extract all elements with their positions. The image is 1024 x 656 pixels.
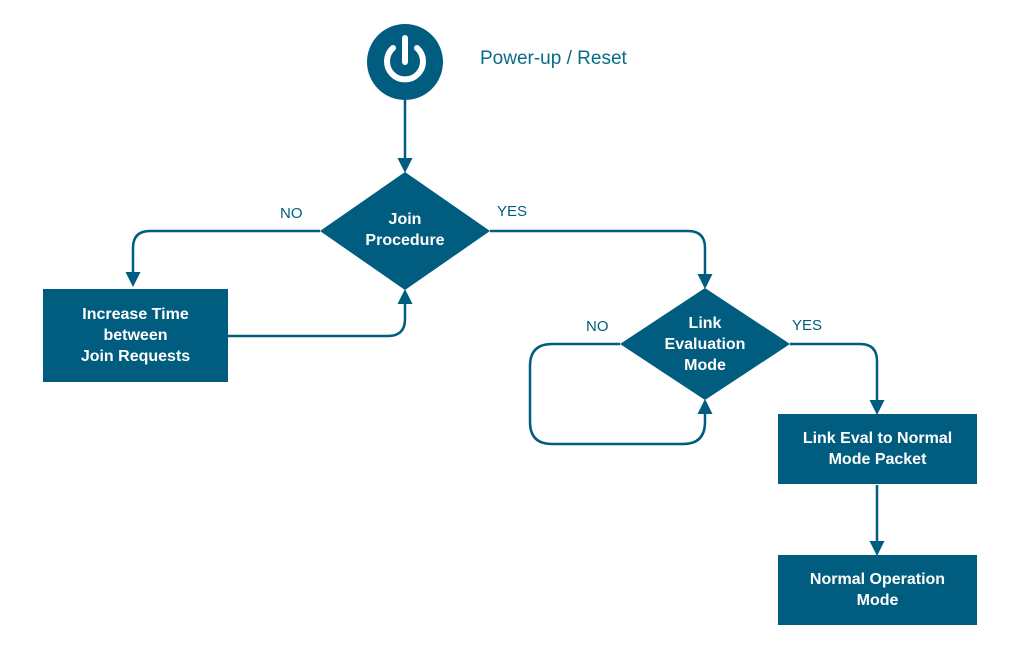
arrow-link-yes xyxy=(790,342,885,415)
link-eval-packet-box: Link Eval to Normal Mode Packet xyxy=(778,414,977,484)
start-label: Power-up / Reset xyxy=(480,48,627,69)
join-procedure-text: Join Procedure xyxy=(345,200,465,260)
power-icon xyxy=(367,24,443,100)
arrow-link-no-loop xyxy=(528,342,713,446)
arrow-join-yes xyxy=(490,229,713,289)
link-line1: Link xyxy=(688,314,722,332)
link-line2: Evaluation xyxy=(664,335,746,353)
join-no-label: NO xyxy=(280,205,303,222)
normal-line1: Normal Operation xyxy=(809,571,946,588)
join-procedure-diamond xyxy=(320,172,490,290)
link-evaluation-text: Link Evaluation Mode xyxy=(645,310,765,378)
arrow-increase-to-join xyxy=(228,289,413,338)
packet-line2: Mode Packet xyxy=(828,451,927,468)
normal-line2: Mode xyxy=(856,592,899,609)
link-no-label: NO xyxy=(586,318,609,335)
arrow-join-no xyxy=(125,229,320,287)
normal-operation-box: Normal Operation Mode xyxy=(778,555,977,625)
link-line3: Mode xyxy=(684,356,726,374)
join-procedure-line1: Join xyxy=(388,211,422,228)
link-evaluation-diamond xyxy=(620,288,790,400)
join-yes-label: YES xyxy=(497,203,528,220)
packet-line1: Link Eval to Normal xyxy=(802,430,953,447)
increase-line2: between xyxy=(103,327,168,344)
increase-time-box: Increase Time between Join Requests xyxy=(43,289,228,382)
increase-line1: Increase Time xyxy=(82,306,189,323)
join-procedure-line2: Procedure xyxy=(365,232,445,249)
link-yes-label: YES xyxy=(792,317,823,334)
increase-line3: Join Requests xyxy=(80,348,191,365)
